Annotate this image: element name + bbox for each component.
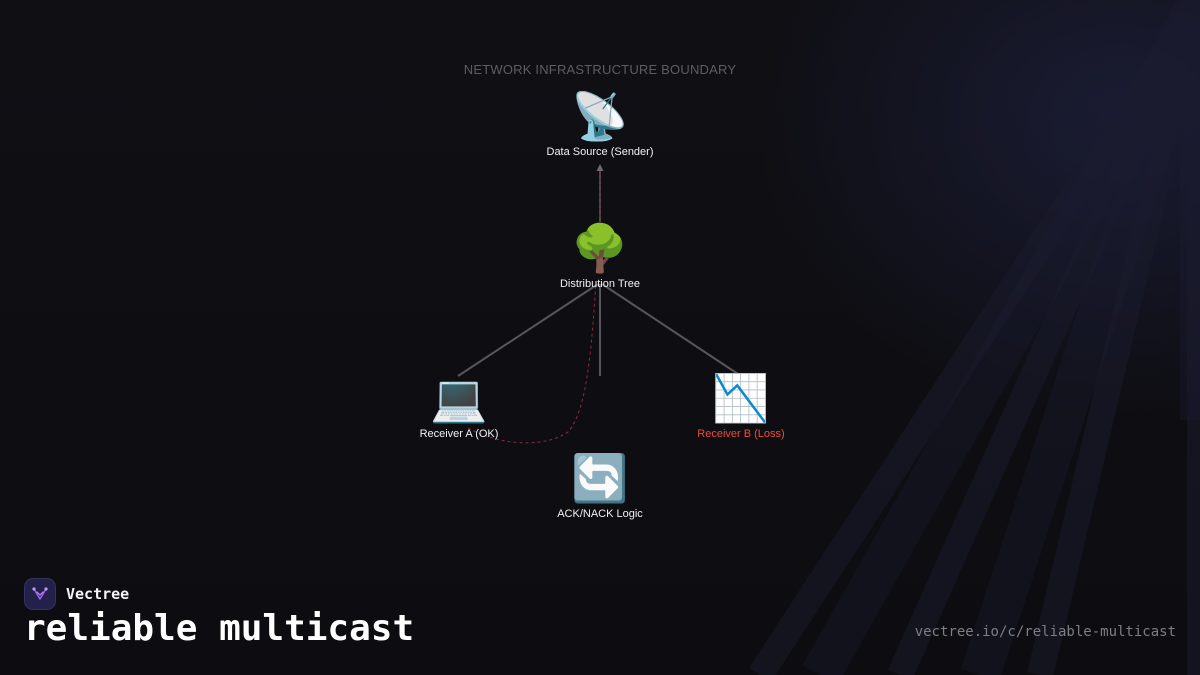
node-distribution-tree: 🌳 Distribution Tree — [500, 220, 700, 290]
topic-title: reliable multicast — [24, 608, 415, 649]
node-receiver-a: 💻 Receiver A (OK) — [359, 370, 559, 440]
edge-tree-receiver-b — [601, 283, 739, 375]
node-ack-nack-logic: 🔄 ACK/NACK Logic — [500, 450, 700, 520]
brand-name: Vectree — [66, 585, 130, 603]
tree-icon: 🌳 — [571, 222, 629, 274]
node-data-source: 📡 Data Source (Sender) — [500, 88, 700, 158]
vectree-logo-icon — [24, 578, 56, 610]
edge-arrowhead — [596, 164, 604, 171]
topic-url[interactable]: vectree.io/c/reliable-multicast — [914, 624, 1176, 640]
laptop-icon: 💻 — [430, 372, 488, 424]
satellite-dish-icon: 📡 — [571, 90, 629, 142]
node-receiver-b-label: Receiver B (Loss) — [697, 428, 785, 440]
chart-decreasing-icon: 📉 — [712, 372, 770, 424]
feedback-nack-path — [467, 281, 597, 444]
brand: Vectree — [24, 577, 129, 611]
edge-tree-receiver-a — [457, 283, 599, 377]
network-boundary-label: NETWORK INFRASTRUCTURE BOUNDARY — [463, 62, 737, 77]
arrows-cycle-icon: 🔄 — [571, 452, 629, 504]
node-data-source-label: Data Source (Sender) — [546, 146, 654, 158]
node-receiver-a-label: Receiver A (OK) — [419, 428, 499, 440]
node-receiver-b: 📉 Receiver B (Loss) — [641, 370, 841, 440]
node-ack-nack-label: ACK/NACK Logic — [557, 508, 643, 520]
node-distribution-tree-label: Distribution Tree — [559, 278, 641, 290]
